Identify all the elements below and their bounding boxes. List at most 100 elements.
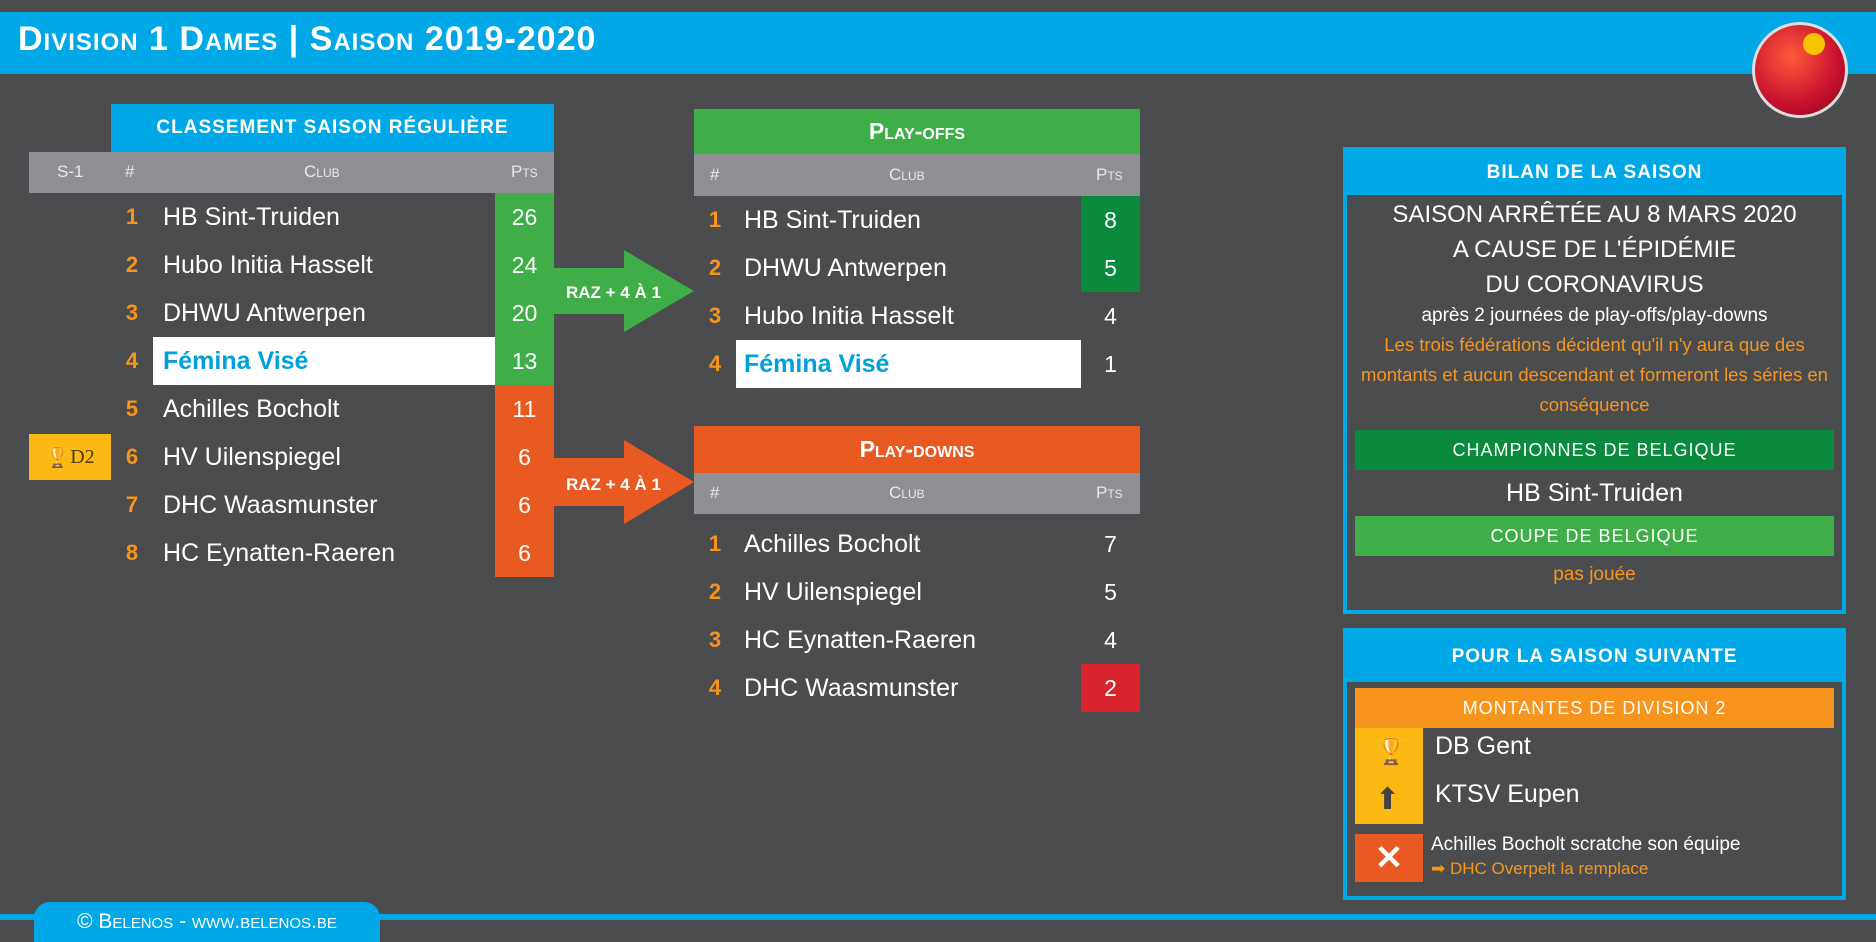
playdowns-header-row: # Club Pts xyxy=(694,473,1140,514)
col-rank: # xyxy=(710,165,720,184)
club-name: Achilles Bocholt xyxy=(744,529,921,558)
points: 5 xyxy=(1104,578,1117,605)
rank: 3 xyxy=(708,303,722,328)
summary-line: après 2 journées de play-offs/play-downs xyxy=(1421,305,1768,326)
summary-line: A CAUSE DE L'ÉPIDÉMIE xyxy=(1452,236,1737,263)
rank: 1 xyxy=(708,531,722,556)
summary-line: DU CORONAVIRUS xyxy=(1485,271,1704,298)
arrow-right-icon: ➡ xyxy=(1431,859,1450,878)
points: 2 xyxy=(1081,664,1140,712)
playoffs-arrow: RAZ + 4 À 1 xyxy=(554,250,694,332)
table-row: 3 DHWU Antwerpen xyxy=(117,289,495,337)
club-name: HV Uilenspiegel xyxy=(744,577,922,606)
rank: 1 xyxy=(125,204,139,229)
trophy-icon: 🏆 xyxy=(45,446,71,469)
table-row: 4 Fémina Visé xyxy=(117,337,495,385)
points: 8 xyxy=(1081,196,1140,244)
playoffs-header-row: # Club Pts xyxy=(694,154,1140,196)
club-name: HV Uilenspiegel xyxy=(163,442,341,471)
regular-season-title: CLASSEMENT SAISON RÉGULIÈRE xyxy=(111,104,554,152)
footer-line xyxy=(0,914,1876,920)
table-row: 7 DHC Waasmunster xyxy=(117,481,495,529)
table-row: 4 DHC Waasmunster xyxy=(700,664,1081,712)
rank: 7 xyxy=(125,492,139,517)
rank: 4 xyxy=(708,351,722,376)
col-rank: # xyxy=(125,162,135,181)
playdowns-arrow: RAZ + 4 À 1 xyxy=(554,440,694,524)
table-row: 2 Hubo Initia Hasselt xyxy=(117,241,495,289)
playdowns-title: Play-downs xyxy=(694,426,1140,473)
club-name: DHC Waasmunster xyxy=(744,673,959,702)
club-name: DHC Waasmunster xyxy=(163,490,378,519)
club-name: Hubo Initia Hasselt xyxy=(744,301,954,330)
club-name: Hubo Initia Hasselt xyxy=(163,250,373,279)
table-row: 2 DHWU Antwerpen xyxy=(700,244,1081,292)
table-row: 2 HV Uilenspiegel xyxy=(700,568,1081,616)
table-row: 1 HB Sint-Truiden xyxy=(117,193,495,241)
federation-logo xyxy=(1752,22,1848,118)
col-pts: Pts xyxy=(1096,165,1123,184)
points: 4 xyxy=(1104,302,1117,329)
footer-credit: © Belenos - www.belenos.be xyxy=(34,902,380,942)
table-row: 5 Achilles Bocholt xyxy=(117,385,495,433)
champions-label: CHAMPIONNES DE BELGIQUE xyxy=(1355,430,1834,470)
close-icon: ✕ xyxy=(1355,834,1423,882)
rank: 3 xyxy=(125,300,139,325)
regular-header-row: S-1 # Club Pts xyxy=(29,152,554,193)
points: 26 xyxy=(495,193,554,241)
points: 11 xyxy=(495,385,554,433)
table-row: 3 HC Eynatten-Raeren xyxy=(700,616,1081,664)
promoted-team: KTSV Eupen xyxy=(1435,780,1580,808)
promoted-team: DB Gent xyxy=(1435,732,1531,760)
rank: 2 xyxy=(125,252,139,277)
club-name: HC Eynatten-Raeren xyxy=(744,625,977,654)
points: 6 xyxy=(495,529,554,577)
club-name: HC Eynatten-Raeren xyxy=(163,538,396,567)
rank: 4 xyxy=(708,675,722,700)
club-name: DHWU Antwerpen xyxy=(163,298,366,327)
d2-badge: 🏆D2 xyxy=(29,434,111,480)
rank: 2 xyxy=(708,579,722,604)
season-summary-title: BILAN DE LA SAISON xyxy=(1347,151,1842,195)
next-season-panel: POUR LA SAISON SUIVANTE MONTANTES DE DIV… xyxy=(1343,628,1846,900)
col-pts: Pts xyxy=(511,162,538,181)
table-row: 8 HC Eynatten-Raeren xyxy=(117,529,495,577)
table-row: 1 HB Sint-Truiden xyxy=(700,196,1081,244)
club-name: HB Sint-Truiden xyxy=(163,202,340,231)
rank: 2 xyxy=(708,255,722,280)
col-club: Club xyxy=(304,162,340,181)
page-title: Division 1 Dames | Saison 2019-2020 xyxy=(18,20,597,58)
club-name: HB Sint-Truiden xyxy=(744,205,921,234)
withdrawn-note: Achilles Bocholt scratche son équipe xyxy=(1431,834,1741,855)
points: 24 xyxy=(495,241,554,289)
club-name: Fémina Visé xyxy=(736,340,1081,388)
season-summary-panel: BILAN DE LA SAISON SAISON ARRÊTÉE AU 8 M… xyxy=(1343,147,1846,614)
svg-text:RAZ + 4 À 1: RAZ + 4 À 1 xyxy=(566,475,661,494)
cup-label: COUPE DE BELGIQUE xyxy=(1355,516,1834,556)
promoted-label: MONTANTES DE DIVISION 2 xyxy=(1355,688,1834,728)
col-club: Club xyxy=(889,483,925,502)
replacement-note: ➡ DHC Overpelt la remplace xyxy=(1431,859,1649,878)
points: 5 xyxy=(1081,244,1140,292)
rank: 8 xyxy=(125,540,139,565)
points: 6 xyxy=(495,481,554,529)
rank: 3 xyxy=(708,627,722,652)
table-row: 6 HV Uilenspiegel xyxy=(117,433,495,481)
federation-note: Les trois fédérations décident qu'il n'y… xyxy=(1361,334,1828,415)
points: 6 xyxy=(495,433,554,481)
points: 7 xyxy=(1104,530,1117,557)
arrow-up-icon: ⬆ xyxy=(1375,783,1401,816)
champion: HB Sint-Truiden xyxy=(1506,479,1683,507)
points: 1 xyxy=(1104,350,1117,377)
col-rank: # xyxy=(710,483,720,502)
points: 20 xyxy=(495,289,554,337)
points: 4 xyxy=(1104,626,1117,653)
table-row: 1 Achilles Bocholt xyxy=(700,520,1081,568)
col-pts: Pts xyxy=(1096,483,1123,502)
rank: 6 xyxy=(125,444,139,469)
club-name: Fémina Visé xyxy=(153,337,495,385)
playoffs-title: Play-offs xyxy=(694,109,1140,154)
rank: 1 xyxy=(708,207,722,232)
title-bar xyxy=(0,12,1876,74)
table-row: 4 Fémina Visé xyxy=(700,340,1081,388)
